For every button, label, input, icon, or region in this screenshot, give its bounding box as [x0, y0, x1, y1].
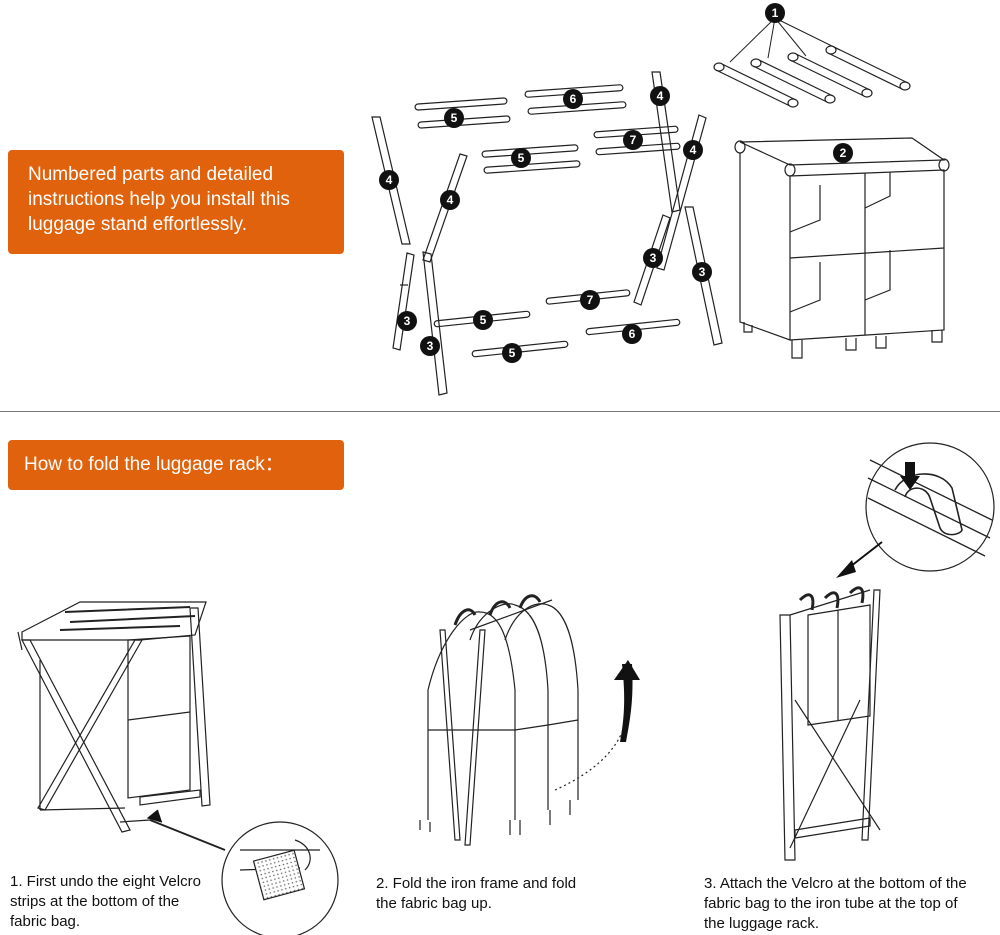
svg-text:4: 4: [657, 89, 664, 103]
step-3-line: the luggage rack.: [704, 915, 820, 932]
badge-6a: 6: [563, 89, 583, 109]
badge-7b: 7: [580, 290, 600, 310]
leg-parts: [371, 71, 723, 396]
part-2-fabric-box: [734, 137, 950, 359]
svg-text:3: 3: [427, 339, 434, 353]
fold-up-arrow: [620, 664, 633, 742]
svg-text:4: 4: [447, 193, 454, 207]
svg-text:7: 7: [587, 293, 594, 307]
install-info-line: Numbered parts and detailed: [28, 164, 274, 185]
part-1-straps: [713, 17, 911, 108]
svg-text:4: 4: [690, 143, 697, 157]
svg-text:5: 5: [518, 151, 525, 165]
badge-5c: 5: [473, 310, 493, 330]
step-2-line: the fabric bag up.: [376, 895, 492, 912]
install-info-line: luggage stand effortlessly.: [28, 214, 247, 235]
badge-3c: 3: [397, 311, 417, 331]
svg-text:6: 6: [570, 92, 577, 106]
badge-3b: 3: [692, 262, 712, 282]
step2-illustration: [419, 594, 629, 846]
badge-4d: 4: [440, 190, 460, 210]
install-info-banner: Numbered parts and detailed instructions…: [8, 150, 344, 254]
svg-text:3: 3: [650, 251, 657, 265]
install-info-line: instructions help you install this: [28, 189, 290, 210]
badge-4b: 4: [683, 140, 703, 160]
step-2-line: 2. Fold the iron frame and fold: [376, 875, 577, 892]
svg-text:5: 5: [509, 346, 516, 360]
step-1-line: fabric bag.: [10, 913, 81, 930]
svg-text:2: 2: [840, 146, 847, 160]
step-2-caption: 2. Fold the iron frame and fold the fabr…: [376, 874, 636, 914]
svg-text:3: 3: [404, 314, 411, 328]
badge-5d: 5: [502, 343, 522, 363]
badge-5b: 5: [511, 148, 531, 168]
step-1-line: 1. First undo the eight Velcro: [10, 873, 201, 890]
part-number-badges: 1 2 6 4 5 7 4 5 4 4 3 3 7 5 3 6 3 5: [379, 3, 853, 363]
svg-text:7: 7: [630, 133, 637, 147]
svg-text:3: 3: [699, 265, 706, 279]
badge-4c: 4: [379, 170, 399, 190]
badge-2: 2: [833, 143, 853, 163]
badge-3d: 3: [420, 336, 440, 356]
svg-text:4: 4: [386, 173, 393, 187]
svg-text:5: 5: [480, 313, 487, 327]
svg-text:5: 5: [451, 111, 458, 125]
badge-7a: 7: [623, 130, 643, 150]
badge-5a: 5: [444, 108, 464, 128]
press-down-arrow: [900, 462, 920, 490]
badge-1: 1: [765, 3, 785, 23]
section-divider: [0, 411, 1000, 412]
step1-illustration: [17, 601, 339, 935]
fold-up-arrowhead: [614, 660, 640, 680]
fold-section-banner: How to fold the luggage rack：: [8, 440, 344, 490]
svg-text:6: 6: [629, 327, 636, 341]
step-3-line: 3. Attach the Velcro at the bottom of th…: [704, 875, 967, 892]
step-3-line: fabric bag to the iron tube at the top o…: [704, 895, 958, 912]
step-1-caption: 1. First undo the eight Velcro strips at…: [10, 872, 250, 932]
step-1-line: strips at the bottom of the: [10, 893, 180, 910]
step-3-caption: 3. Attach the Velcro at the bottom of th…: [704, 874, 1000, 934]
badge-3a: 3: [643, 248, 663, 268]
badge-4a: 4: [650, 86, 670, 106]
callout-arrowhead: [836, 560, 856, 578]
step3-illustration: [779, 442, 995, 861]
badge-6b: 6: [622, 324, 642, 344]
svg-text:1: 1: [772, 6, 779, 20]
